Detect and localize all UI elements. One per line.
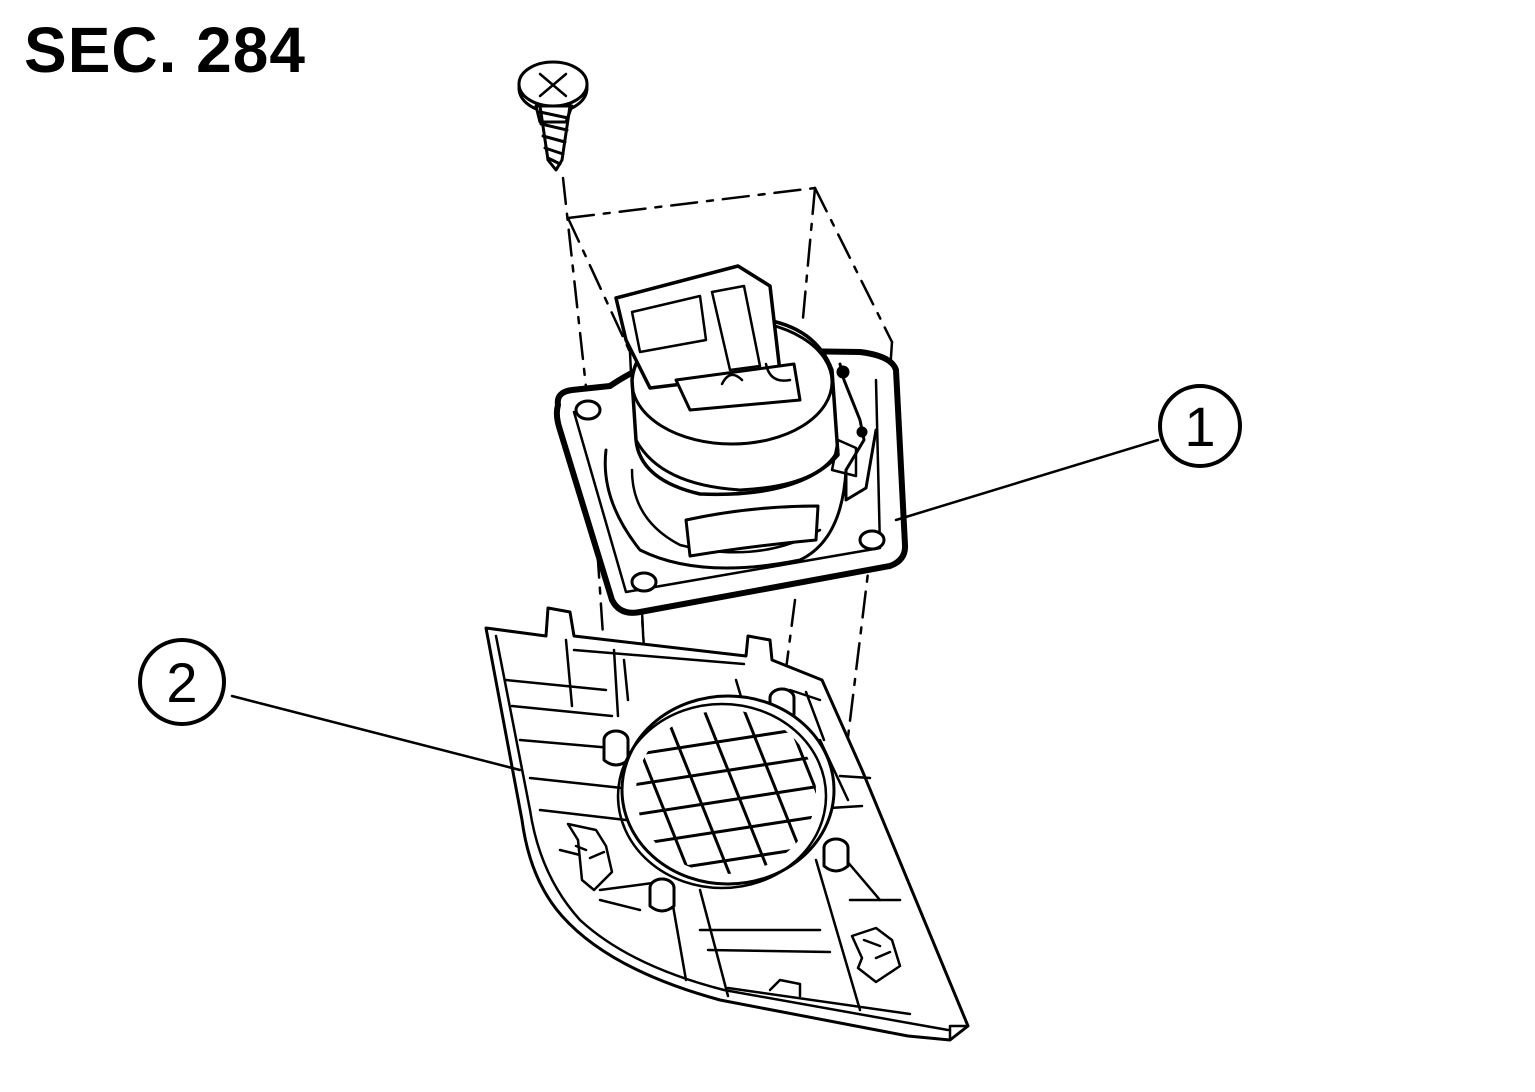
speaker-assembly — [553, 264, 909, 616]
speaker-window — [684, 504, 820, 558]
panel-boss-icons — [602, 687, 850, 913]
callout-1: 1 — [1158, 384, 1242, 468]
screw-icon — [517, 60, 589, 172]
callout-2-number: 2 — [166, 651, 197, 714]
callout-1-number: 1 — [1184, 395, 1215, 458]
section-title: SEC. 284 — [24, 14, 306, 86]
flange-hole-icons — [574, 399, 886, 593]
door-speaker-grille — [484, 606, 970, 1042]
panel-clip-icons — [566, 822, 902, 984]
callout-leaders — [230, 438, 1160, 772]
callout-2: 2 — [138, 638, 226, 726]
